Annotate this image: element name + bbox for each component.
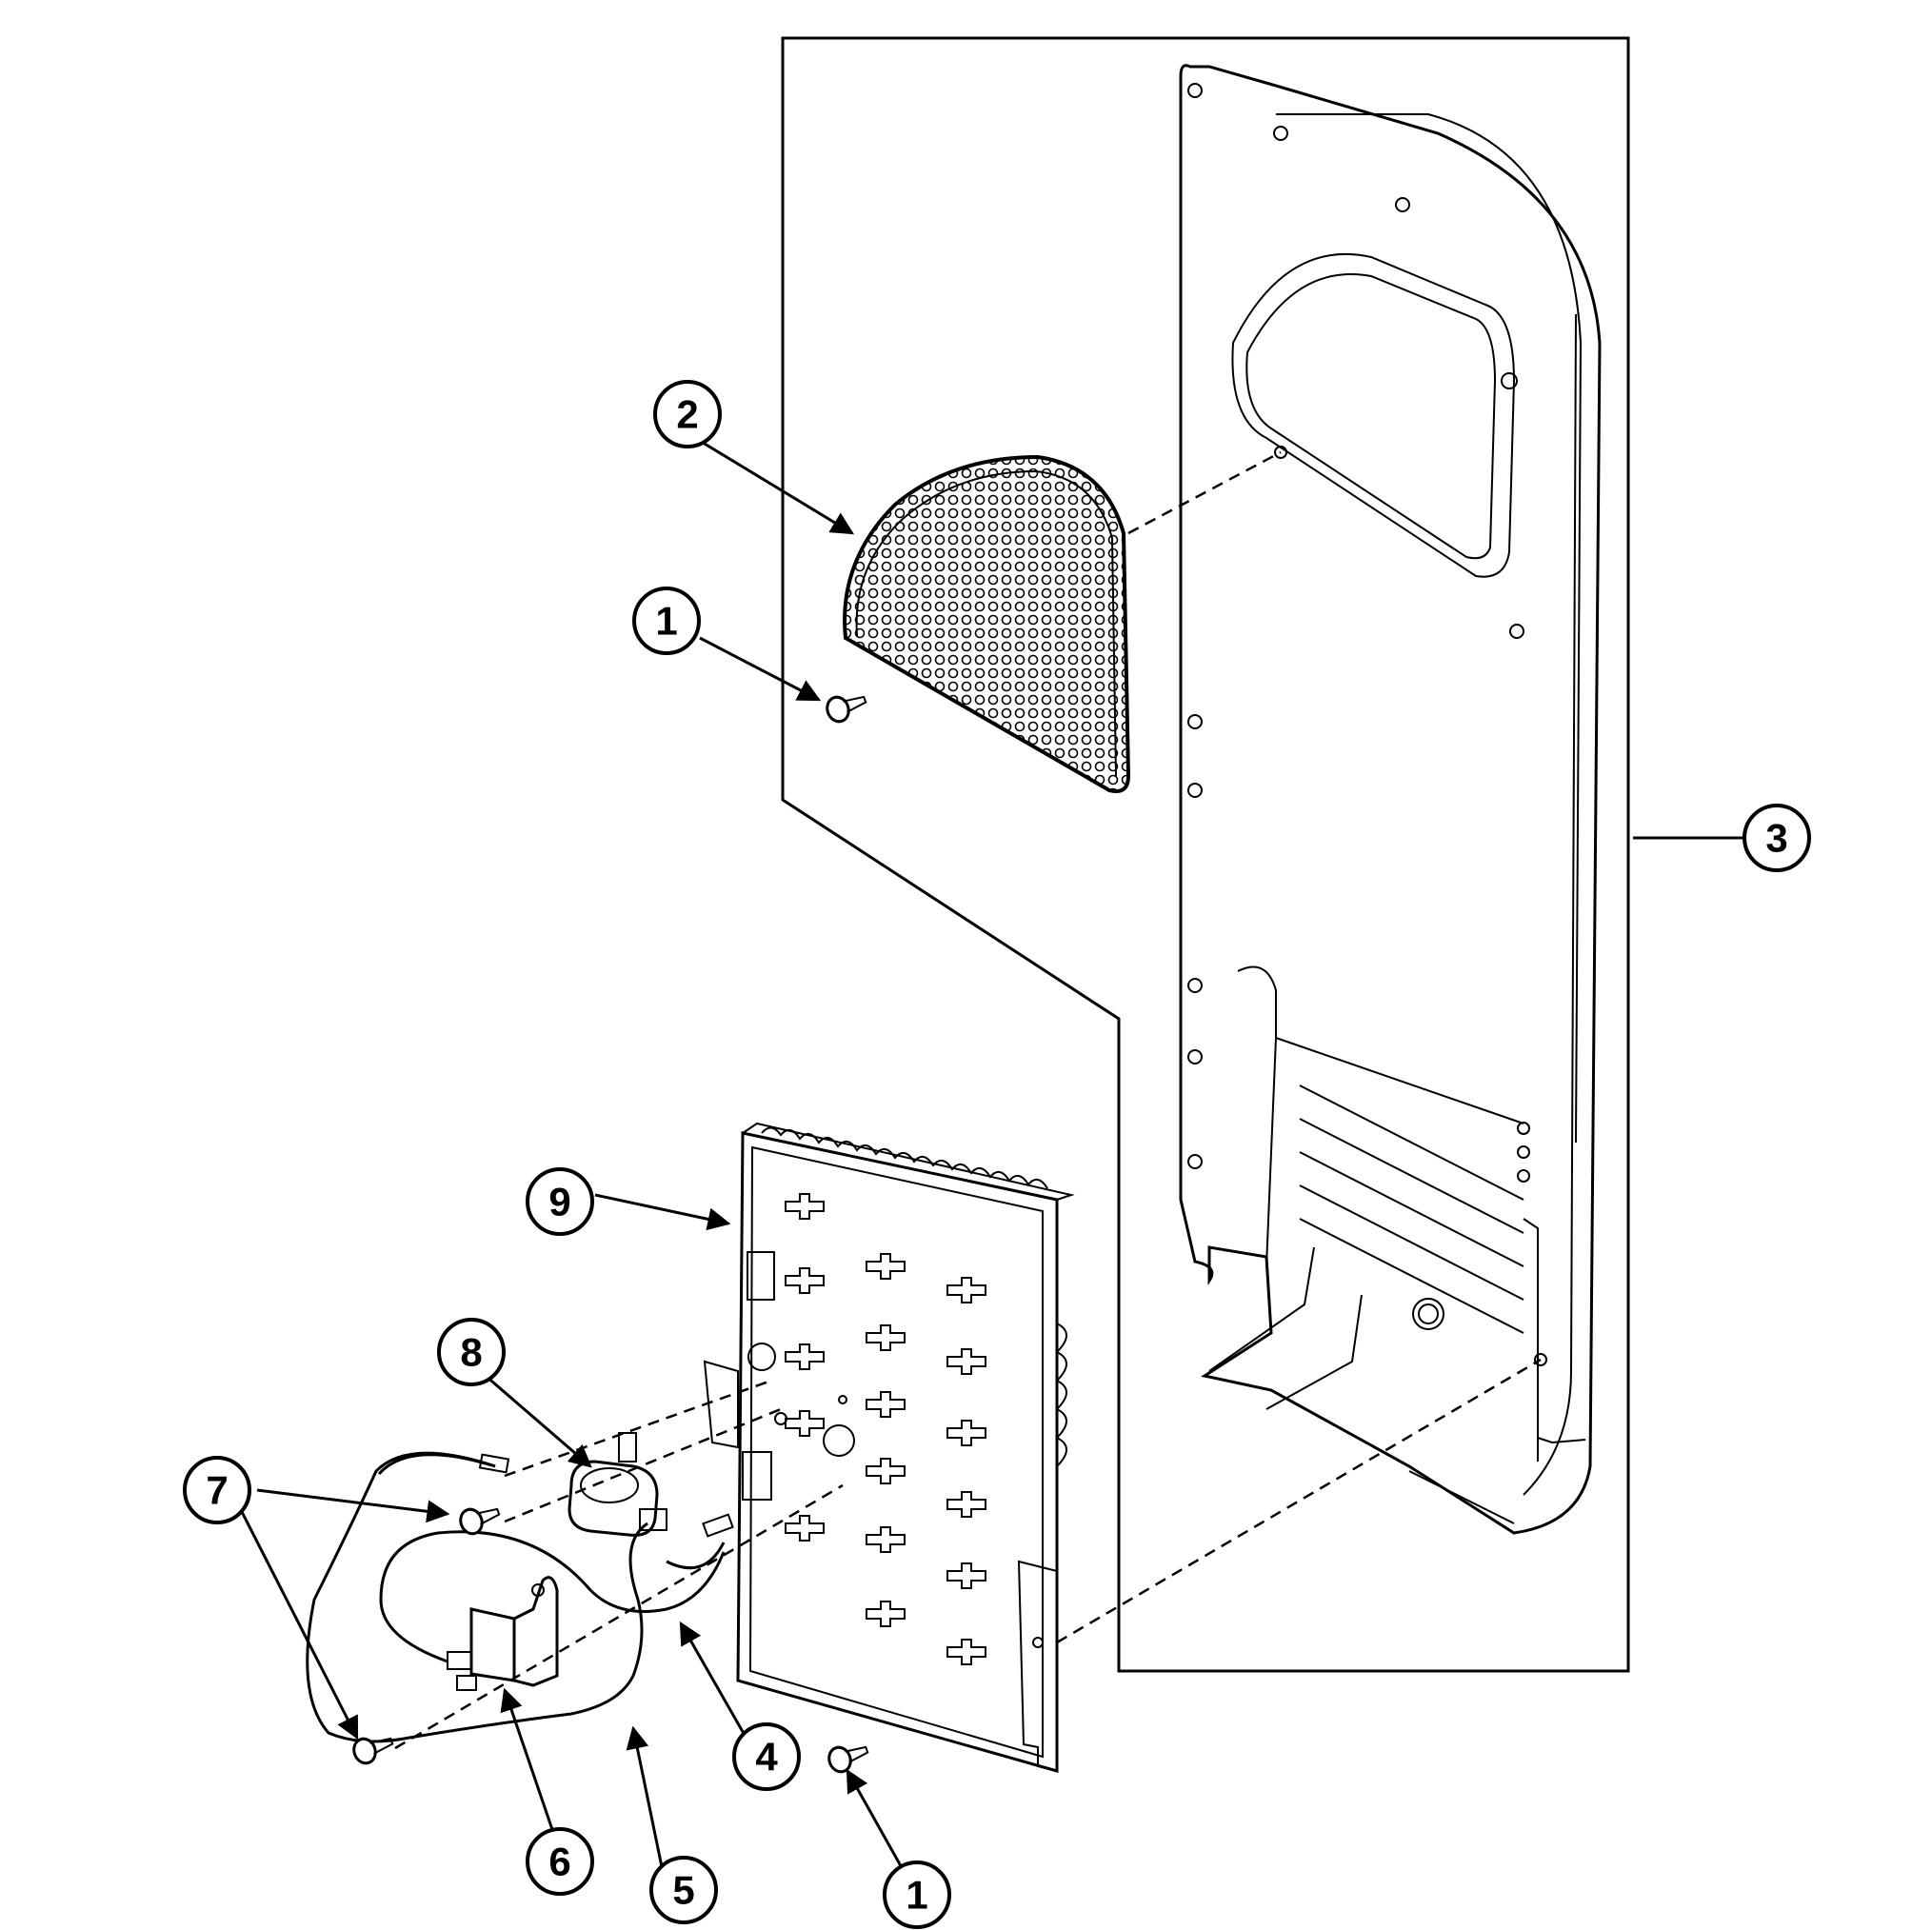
screw-bottom-right (827, 1745, 869, 1774)
callout-7: 7 (183, 1456, 251, 1524)
screw-7-lower (352, 1737, 394, 1765)
callout-8: 8 (437, 1318, 506, 1386)
screw-top-left (826, 695, 867, 724)
callout-7-label: 7 (206, 1468, 228, 1513)
rear-panel (1179, 64, 1602, 1535)
callout-4-label: 4 (755, 1735, 778, 1780)
callout-6: 6 (526, 1827, 594, 1896)
thermal-fuse (447, 1576, 559, 1691)
callout-3-label: 3 (1765, 816, 1787, 861)
callout-5-label: 5 (672, 1868, 694, 1913)
callout-9: 9 (526, 1167, 594, 1236)
callout-1-upper: 1 (632, 587, 701, 655)
callout-2-label: 2 (676, 392, 698, 437)
callout-6-label: 6 (548, 1840, 570, 1884)
screw-7-upper (459, 1507, 501, 1536)
lint-screen (843, 454, 1131, 793)
callout-1-upper-label: 1 (655, 599, 677, 644)
callout-1-lower: 1 (883, 1860, 951, 1929)
callout-4: 4 (732, 1722, 801, 1791)
callout-1-lower-label: 1 (906, 1873, 927, 1918)
assembly-outline (781, 36, 1630, 1673)
callout-8-label: 8 (460, 1330, 482, 1375)
heater-assembly (703, 1122, 1075, 1773)
callout-2: 2 (653, 380, 722, 448)
callout-5: 5 (649, 1856, 718, 1924)
leader-lines (236, 436, 1771, 1896)
wire-harness (306, 1451, 734, 1743)
assembly-guides (394, 450, 1542, 1750)
callout-9-label: 9 (548, 1180, 570, 1224)
callout-3: 3 (1743, 804, 1811, 872)
